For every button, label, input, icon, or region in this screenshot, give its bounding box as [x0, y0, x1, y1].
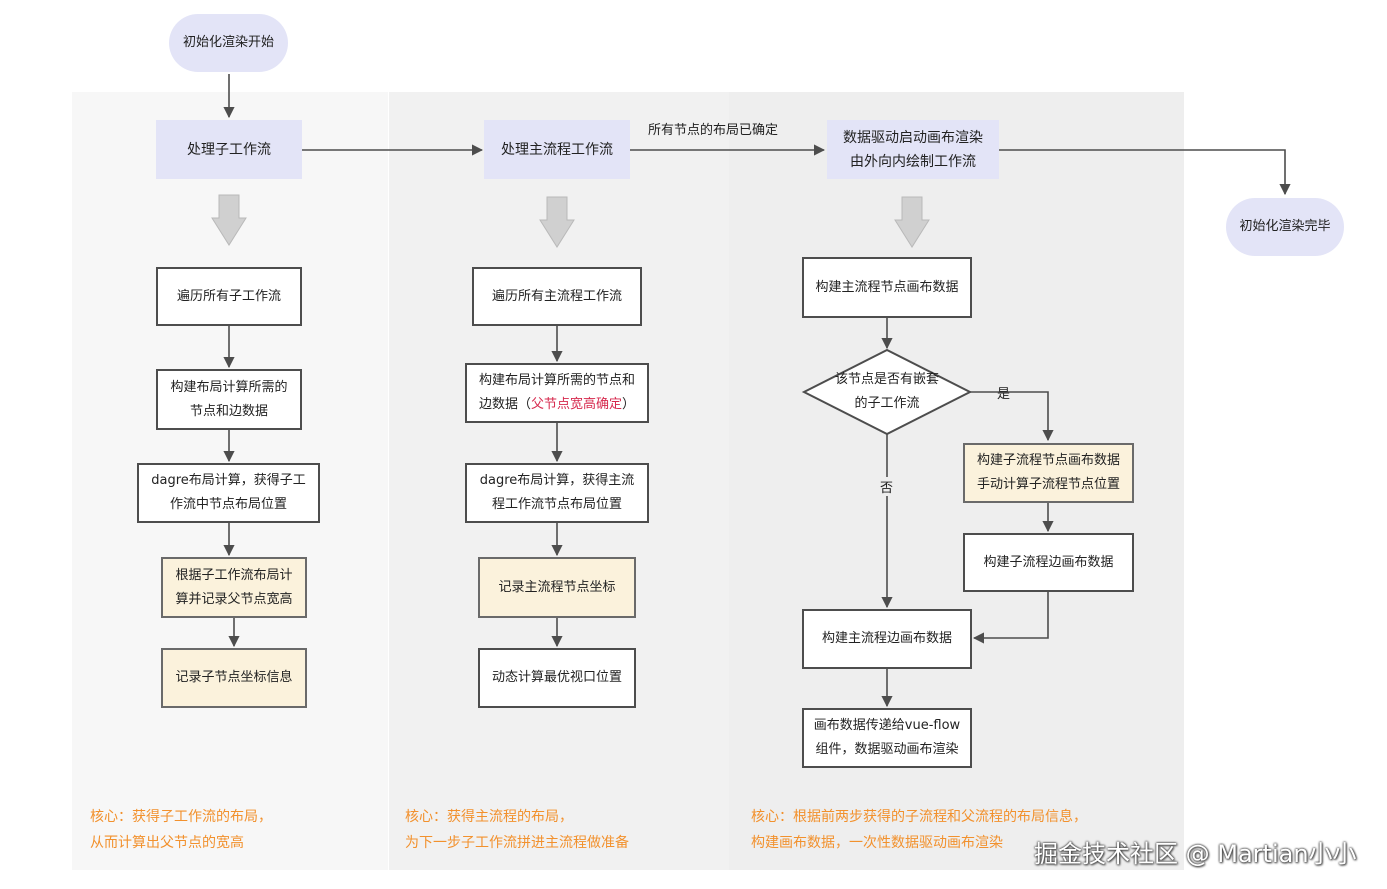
c2-step2-highlight: 父节点宽高确定 — [530, 397, 622, 412]
c1-step-record-coords: 记录子节点坐标信息 — [161, 648, 307, 708]
big-arrow-col2 — [539, 196, 575, 248]
phase-render: 数据驱动启动画布渲染 由外向内绘制工作流 — [827, 120, 999, 179]
c3-yes1-line1: 构建子流程节点画布数据 — [976, 453, 1120, 468]
c2-step3-line1: dagre布局计算，获得主流 — [479, 473, 635, 488]
c2-step-dagre: dagre布局计算，获得主流 程工作流节点布局位置 — [465, 463, 649, 523]
note-col1-line1: 核心：获得子工作流的布局， — [90, 809, 272, 825]
c1-step4-line2: 算并记录父节点宽高 — [175, 591, 293, 607]
phase-render-line1: 数据驱动启动画布渲染 — [843, 129, 983, 146]
c1-step-parent-size: 根据子工作流布局计 算并记录父节点宽高 — [161, 557, 307, 618]
edge-render-to-end — [999, 149, 1291, 196]
c1-step3-line1: dagre布局计算，获得子工 — [151, 473, 306, 488]
note-col1: 核心：获得子工作流的布局， 从而计算出父节点的宽高 — [90, 804, 272, 856]
phase-main-workflow: 处理主流程工作流 — [484, 120, 630, 179]
note-col2-line2: 为下一步子工作流拼进主流程做准备 — [405, 835, 629, 851]
c2-step-viewport: 动态计算最优视口位置 — [478, 648, 636, 708]
c1-step2-line1: 构建布局计算所需的 — [170, 379, 288, 395]
c2-step2-line2-suffix: ） — [622, 397, 636, 412]
decision-diamond — [801, 348, 973, 436]
edge-label-layout-determined: 所有节点的布局已确定 — [648, 123, 779, 138]
c3-step-sub-node-data: 构建子流程节点画布数据 手动计算子流程节点位置 — [963, 443, 1134, 503]
note-col3: 核心：根据前两步获得的子流程和父流程的布局信息， 构建画布数据，一次性数据驱动画… — [751, 804, 1087, 856]
c1-step4-line1: 根据子工作流布局计 — [175, 567, 293, 583]
big-arrow-col3 — [894, 196, 930, 248]
note-col3-line1: 核心：根据前两步获得的子流程和父流程的布局信息， — [751, 809, 1087, 825]
decision-line2: 的子工作流 — [854, 396, 920, 411]
c3-step-main-node-data: 构建主流程节点画布数据 — [802, 257, 972, 318]
c2-step3-line2: 程工作流节点布局位置 — [491, 497, 622, 512]
c3-step-main-edge-data: 构建主流程边画布数据 — [802, 609, 972, 669]
c1-step-dagre: dagre布局计算，获得子工 作流中节点布局位置 — [137, 463, 320, 523]
c1-step-build-layout-data: 构建布局计算所需的 节点和边数据 — [156, 369, 302, 430]
note-col3-line2: 构建画布数据，一次性数据驱动画布渲染 — [751, 835, 1003, 851]
decision-line1: 该节点是否有嵌套 — [834, 372, 939, 387]
phase-sub-workflow: 处理子工作流 — [156, 120, 302, 179]
c2-step-traverse: 遍历所有主流程工作流 — [472, 267, 642, 326]
note-col1-line2: 从而计算出父节点的宽高 — [90, 835, 244, 851]
watermark: 掘金技术社区 @ Martian小小 — [1034, 840, 1357, 868]
c3-step-vue-flow: 画布数据传递给vue-flow 组件，数据驱动画布渲染 — [802, 708, 972, 768]
c1-step2-line2: 节点和边数据 — [189, 403, 268, 419]
c1-step3-line2: 作流中节点布局位置 — [169, 497, 287, 512]
c2-step-record-coords: 记录主流程节点坐标 — [478, 557, 636, 618]
end-node: 初始化渲染完毕 — [1226, 198, 1344, 256]
edge-yes2-to-main-edges — [972, 592, 1049, 644]
c3-final-line2: 组件，数据驱动画布渲染 — [815, 742, 959, 757]
big-arrow-col1 — [211, 194, 247, 246]
decision-yes-label: 是 — [997, 387, 1011, 402]
note-col2-line1: 核心：获得主流程的布局， — [405, 809, 573, 825]
c3-final-line1: 画布数据传递给vue-flow — [813, 718, 961, 733]
edge-decision-yes — [970, 391, 1054, 442]
start-node: 初始化渲染开始 — [169, 14, 288, 72]
decision-no-label: 否 — [880, 477, 894, 496]
c1-step-traverse: 遍历所有子工作流 — [156, 267, 302, 326]
c2-step-build-layout-data: 构建布局计算所需的节点和 边数据（父节点宽高确定） — [465, 363, 649, 423]
decision-label: 该节点是否有嵌套 的子工作流 — [818, 366, 956, 418]
note-col2: 核心：获得主流程的布局， 为下一步子工作流拼进主流程做准备 — [405, 804, 629, 856]
c3-yes1-line2: 手动计算子流程节点位置 — [976, 477, 1120, 492]
c2-step2-line2-prefix: 边数据（ — [478, 397, 531, 412]
c3-step-sub-edge-data: 构建子流程边画布数据 — [963, 533, 1134, 592]
c2-step2-line1: 构建布局计算所需的节点和 — [478, 373, 635, 388]
phase-render-line2: 由外向内绘制工作流 — [850, 153, 976, 170]
c2-step2-line2: 边数据（父节点宽高确定） — [479, 393, 635, 417]
